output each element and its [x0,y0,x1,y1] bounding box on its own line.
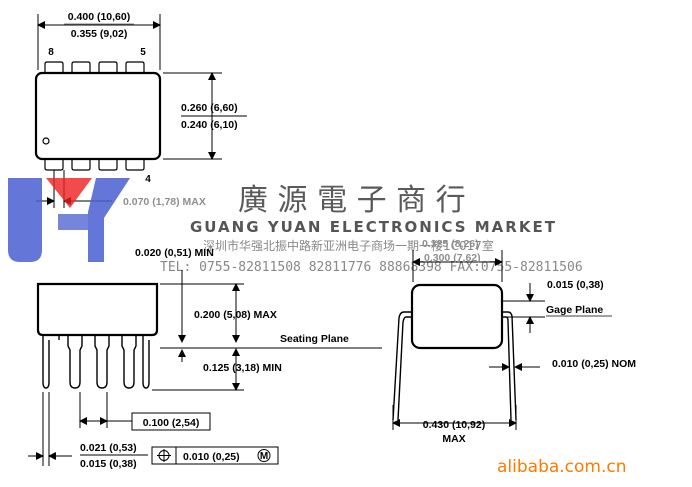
pin-4-label: 4 [145,174,151,185]
lead-thickness-label: 0.010 (0,25) NOM [552,358,636,370]
spread-suffix-label: MAX [442,433,465,445]
pitch-box [131,412,211,431]
top-width-min-label: 0.355 (9,02) [71,28,128,40]
row-min-label: 0.300 (7,62) [424,252,481,264]
tolerance-frame [151,446,279,465]
company-name-en: GUANG YUAN ELECTRONICS MARKET [190,218,557,236]
side-view-body [410,283,504,350]
lead-width-max-label: 0.021 (0,53) [80,442,137,454]
front-view: 0.020 (0,51) MIN 0.200 (5,08) MAX Seatin… [28,247,382,470]
company-logo [8,178,130,262]
top-width-max-label: 0.400 (10,60) [68,11,130,23]
pin-8-label: 8 [48,47,54,58]
tolerance-modifier: M [260,451,268,462]
lead-length-label: 0.125 (3,18) MIN [203,362,282,374]
pin-5-label: 5 [140,47,146,58]
front-height-label: 0.200 (5,08) MAX [194,309,277,321]
pin-width-label: 0.070 (1,78) MAX [123,196,206,208]
front-view-body [36,282,159,337]
front-min-label: 0.020 (0,51) MIN [135,247,214,259]
company-name-cn: 廣 源 電 子 商 行 [238,183,466,218]
top-pins-upper [44,61,145,73]
site-watermark: alibaba.com.cn [497,457,627,477]
top-height-min-label: 0.240 (6,10) [181,119,238,131]
top-pins-lower [44,159,145,171]
spread-label: 0.430 (10,92) [423,419,485,431]
side-view: 0.325 (8,26) 0.300 (7,62) 0.015 (0,38) G… [392,238,636,445]
max-material-icon [257,449,271,462]
pin-1-marker [42,137,50,145]
top-height-max-label: 0.260 (6,60) [181,102,238,114]
company-phone: TEL: 0755-82811508 82811776 88868398 FAX… [160,260,583,275]
tolerance-label: 0.010 (0,25) [183,451,240,463]
front-leads [42,335,150,389]
top-view-body [34,71,162,161]
gage-offset-label: 0.015 (0,38) [547,279,604,291]
company-address: 深圳市华强北振中路新亚洲电子商场一期一楼1C017室 [203,238,494,253]
company-watermark: 廣 源 電 子 商 行 GUANG YUAN ELECTRONICS MARKE… [160,183,583,275]
top-view: 0.400 (10,60) 0.355 (9,02) 8 5 0.260 (6,… [34,11,247,208]
pitch-label: 0.100 (2,54) [143,417,200,429]
seating-plane-label: Seating Plane [280,333,349,345]
gage-plane-label: Gage Plane [546,304,603,316]
row-max-label: 0.325 (8,26) [422,238,479,250]
lead-width-min-label: 0.015 (0,38) [80,458,137,470]
